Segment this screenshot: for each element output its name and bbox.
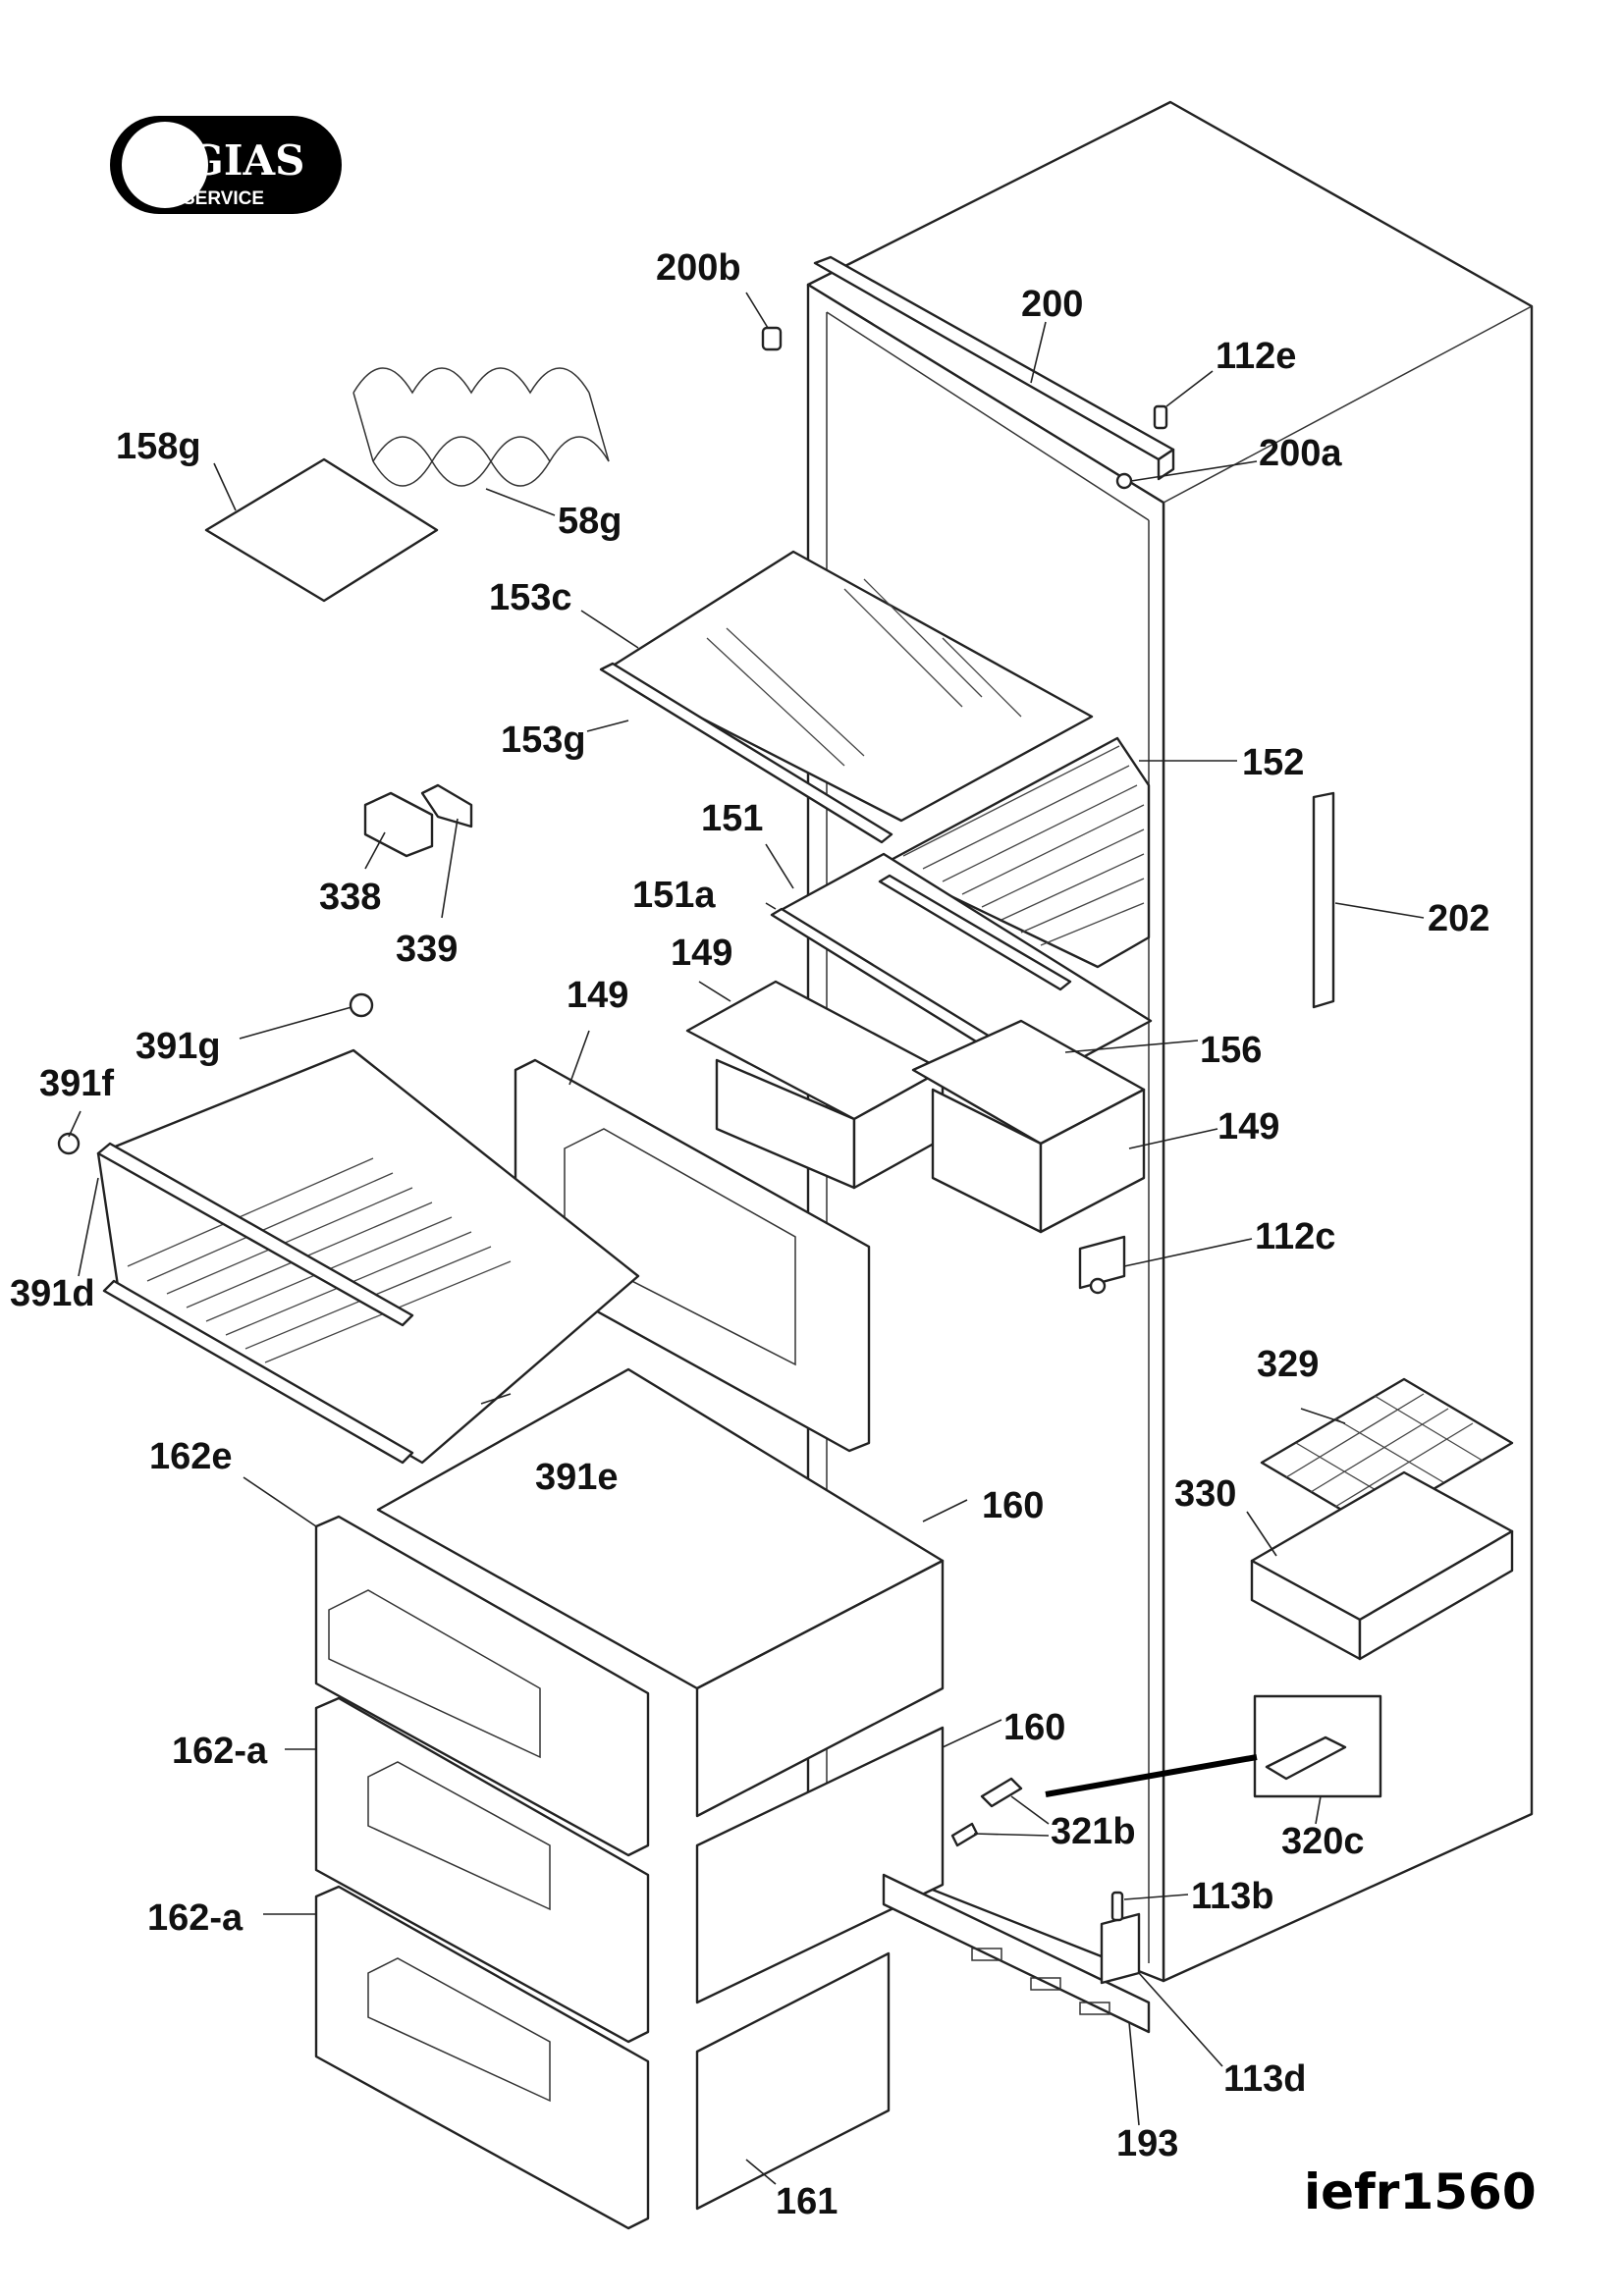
callout-161: 161 bbox=[776, 2181, 838, 2222]
callout-153c: 153c bbox=[489, 577, 572, 618]
callout-labels: 200b 200 112e 200a 158g 58g 153c 153g 15… bbox=[10, 247, 1489, 2222]
drawer-161 bbox=[314, 1885, 891, 2230]
callout-151a: 151a bbox=[632, 875, 716, 916]
gias-service-logo: GIAS SERVICE bbox=[110, 116, 342, 214]
side-strip-202 bbox=[1312, 791, 1335, 1009]
hinge-113d bbox=[1100, 1891, 1141, 1985]
leader-lines bbox=[68, 292, 1425, 2185]
small-parts-top bbox=[761, 326, 1168, 490]
callout-338: 338 bbox=[319, 877, 381, 918]
callout-156: 156 bbox=[1200, 1030, 1262, 1071]
callout-320c: 320c bbox=[1281, 1821, 1365, 1862]
callout-329: 329 bbox=[1257, 1344, 1319, 1385]
callout-193: 193 bbox=[1116, 2123, 1178, 2164]
part-339 bbox=[420, 783, 473, 828]
callout-158g: 158g bbox=[116, 426, 201, 467]
callout-391e: 391e bbox=[535, 1457, 619, 1498]
callout-112e: 112e bbox=[1216, 336, 1296, 377]
callout-200: 200 bbox=[1021, 284, 1083, 325]
top-trim-200 bbox=[813, 255, 1175, 481]
callout-202: 202 bbox=[1428, 898, 1489, 939]
wine-rack-58g bbox=[352, 367, 610, 487]
screw-391f bbox=[57, 1132, 81, 1155]
callout-200b: 200b bbox=[656, 247, 741, 289]
callout-149-crisper: 149 bbox=[671, 933, 732, 974]
callout-339: 339 bbox=[396, 929, 458, 970]
callout-153g: 153g bbox=[501, 720, 586, 761]
logo-brand: GIAS bbox=[189, 136, 304, 185]
tube-158g bbox=[204, 457, 439, 603]
callout-391d: 391d bbox=[10, 1273, 95, 1314]
callout-162a-upper: 162-a bbox=[172, 1731, 268, 1772]
callout-151: 151 bbox=[701, 798, 763, 839]
diagram-code: iefr1560 bbox=[1304, 2163, 1537, 2220]
inset-detail-320c bbox=[1045, 1694, 1382, 1798]
kick-plate-193 bbox=[882, 1873, 1151, 2034]
callout-162a-lower: 162-a bbox=[147, 1897, 243, 1939]
callout-58g: 58g bbox=[558, 501, 622, 542]
callout-391f: 391f bbox=[39, 1063, 114, 1104]
callout-160-lower: 160 bbox=[1003, 1707, 1065, 1748]
callout-330: 330 bbox=[1174, 1473, 1236, 1515]
callout-149-front: 149 bbox=[567, 975, 628, 1016]
logo-subtitle: SERVICE bbox=[183, 188, 264, 209]
part-338 bbox=[363, 791, 434, 858]
callout-113b: 113b bbox=[1191, 1876, 1274, 1917]
glass-shelf-153c bbox=[599, 550, 1094, 844]
ice-tray-329 bbox=[1260, 1377, 1514, 1528]
callout-149-right: 149 bbox=[1217, 1106, 1279, 1148]
callout-391g: 391g bbox=[135, 1026, 221, 1067]
callout-321b: 321b bbox=[1051, 1811, 1136, 1852]
callout-112c: 112c bbox=[1255, 1216, 1335, 1257]
callout-160-upper: 160 bbox=[982, 1485, 1044, 1526]
drawer-160-lower bbox=[314, 1696, 945, 2044]
ice-tray-330 bbox=[1250, 1470, 1514, 1661]
crisper-drawer-right-149 bbox=[911, 1019, 1146, 1234]
callout-152: 152 bbox=[1242, 742, 1304, 783]
drawer-160-upper bbox=[314, 1367, 945, 1857]
callout-200a: 200a bbox=[1259, 433, 1342, 474]
knob-391g bbox=[349, 992, 374, 1018]
wire-shelf-152 bbox=[882, 736, 1151, 969]
freezer-basket-391 bbox=[96, 1048, 640, 1465]
callout-113d: 113d bbox=[1223, 2058, 1307, 2100]
hinge-112c bbox=[1078, 1235, 1126, 1295]
callout-162e: 162e bbox=[149, 1436, 233, 1477]
